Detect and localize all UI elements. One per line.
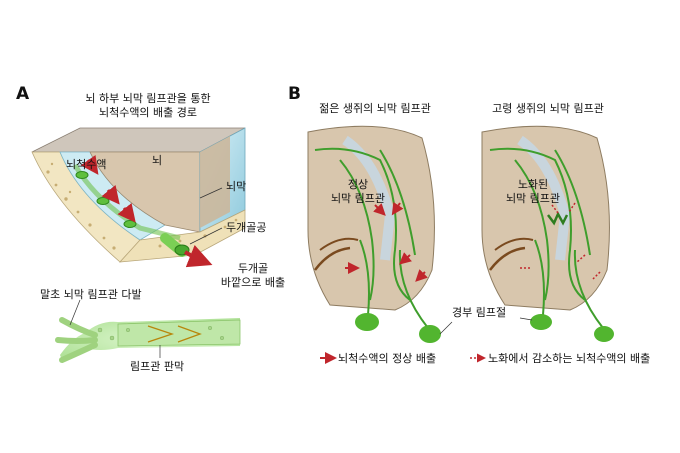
csf-label: 뇌척수액 [66,158,107,171]
skull-block [31,127,246,268]
brain-label: 뇌 [152,154,163,167]
normal-vessel-label-line1: 정상 [347,178,369,191]
panel-a-title-line2: 뇌척수액의 배출 경로 [98,106,198,119]
lymphatic-bundle [55,299,241,363]
foramen-label: 두개골공 [226,221,267,234]
young-title: 젊은 생쥐의 뇌막 림프관 [319,102,431,115]
outflow-label-line1: 두개골 [237,262,269,275]
normal-vessel-label-line2: 뇌막 림프관 [330,192,386,205]
meninges-label: 뇌막 [226,180,247,193]
legend-reduced-label: 노화에서 감소하는 뇌척수액의 배출 [488,352,651,365]
aged-vessel-label-line2: 뇌막 림프관 [505,192,561,205]
aged-title: 고령 생쥐의 뇌막 림프관 [492,102,604,115]
legend-normal-label: 뇌척수액의 정상 배출 [338,352,437,365]
outflow-label-line2: 바깥으로 배출 [220,276,286,289]
valve-label: 림프관 판막 [130,360,185,373]
aged-mouse-brain [481,125,614,342]
cervical-node-label: 경부 림프절 [452,306,507,319]
panel-a-title-line1: 뇌 하부 뇌막 림프관을 통한 [85,92,211,105]
aged-vessel-label-line1: 노화된 [517,178,549,191]
panel-b-letter: B [288,84,301,104]
terminal-vessel-label: 말초 뇌막 림프관 다발 [40,288,142,301]
panel-a-letter: A [16,84,30,104]
young-mouse-brain [307,125,441,343]
